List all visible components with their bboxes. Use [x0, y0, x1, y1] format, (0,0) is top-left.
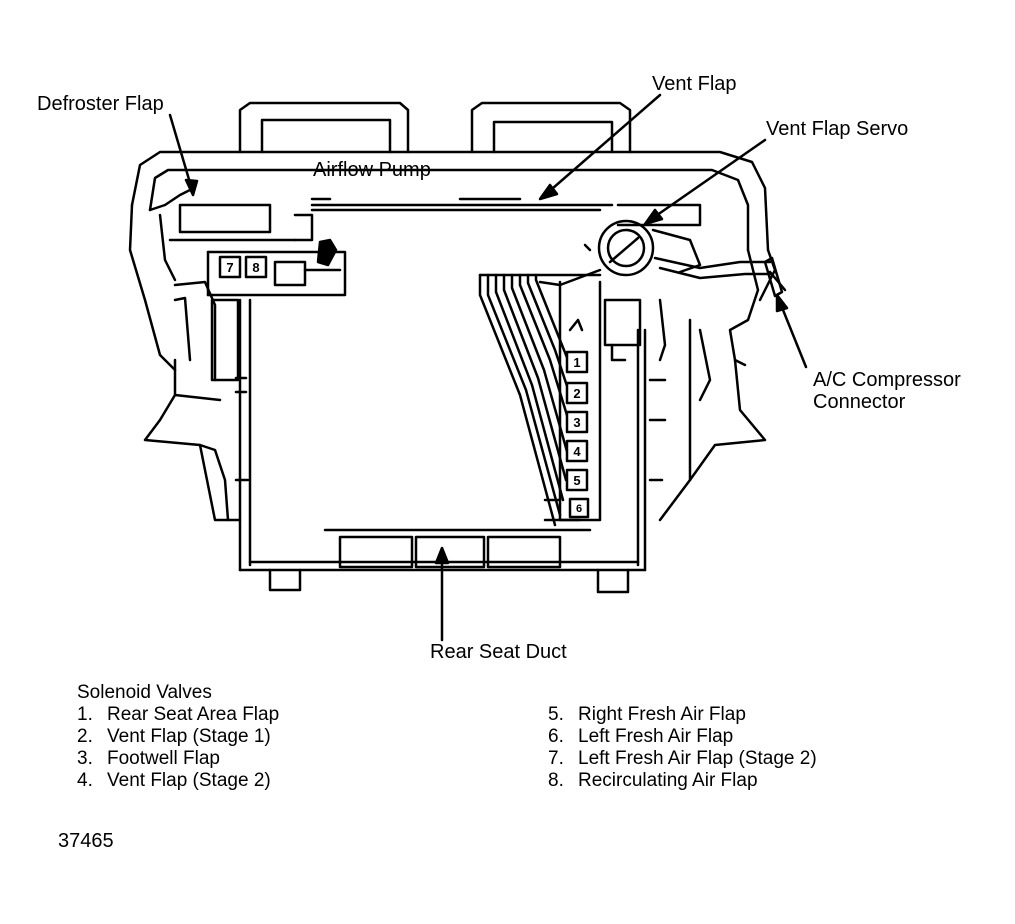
valve-tag-3-label: 3 [573, 415, 580, 430]
valve-tag-8-label: 8 [252, 260, 259, 275]
valve-tag-8 [244, 255, 268, 279]
legend-item-text: Left Fresh Air Flap (Stage 2) [578, 748, 817, 769]
valve-tag-2 [565, 381, 589, 405]
legend-item-number: 5. [548, 704, 564, 725]
left-valve-block [206, 213, 347, 297]
legend-item: 6. Left Fresh Air Flap [548, 726, 817, 748]
right-valve-tags: 1 2 3 4 5 6 [565, 350, 590, 519]
valve-tag-2-label: 2 [573, 386, 580, 401]
valve-tag-4-label: 4 [573, 444, 581, 459]
ac-compressor-label-line2: Connector [813, 391, 906, 413]
vent-flap-label: Vent Flap [652, 73, 737, 95]
ac-compressor-label: A/C Compressor [813, 369, 961, 391]
leader-lines [168, 93, 808, 642]
vent-flap-servo [538, 203, 774, 362]
figure-number: 37465 [58, 830, 114, 852]
valve-tag-7 [218, 255, 242, 279]
legend-item-text: Vent Flap (Stage 2) [107, 770, 271, 791]
legend-item: 1. Rear Seat Area Flap [77, 704, 279, 726]
vent-flap-servo-label: Vent Flap Servo [766, 118, 909, 140]
valve-tag-1 [565, 350, 589, 374]
left-valve-tags: 7 8 [218, 255, 268, 279]
legend-item: 2. Vent Flap (Stage 1) [77, 726, 279, 748]
legend-item-number: 2. [77, 726, 93, 747]
legend-item: 4. Vent Flap (Stage 2) [77, 770, 279, 792]
legend-right: 5. Right Fresh Air Flap 6. Left Fresh Air … [548, 704, 817, 792]
legend-item-text: Rear Seat Area Flap [107, 704, 280, 725]
legend-item-number: 1. [77, 704, 93, 725]
airflow-pump-label: Airflow Pump [313, 159, 431, 181]
right-valve-block [478, 273, 602, 527]
valve-tag-6 [568, 497, 590, 519]
legend-item-number: 7. [548, 748, 564, 769]
legend-item-number: 6. [548, 726, 564, 747]
legend-item-number: 8. [548, 770, 564, 791]
defroster-flap-label: Defroster Flap [37, 93, 164, 115]
legend-item-text: Right Fresh Air Flap [578, 704, 746, 725]
legend-item-number: 3. [77, 748, 93, 769]
legend-item: 5. Right Fresh Air Flap [548, 704, 817, 726]
legend-item-number: 4. [77, 770, 93, 791]
legend-left: Solenoid Valves 1. Rear Seat Area Flap 2.… [77, 682, 279, 792]
rear-seat-duct-label: Rear Seat Duct [430, 641, 567, 663]
valve-tag-5-label: 5 [573, 473, 580, 488]
left-housing [128, 188, 297, 572]
legend-title: Solenoid Valves [77, 682, 212, 703]
legend-item-text: Footwell Flap [107, 748, 220, 769]
legend-item-text: Recirculating Air Flap [578, 770, 758, 791]
top-brackets [238, 101, 632, 154]
ac-compressor-connector [763, 256, 787, 298]
legend-item: 7. Left Fresh Air Flap (Stage 2) [548, 748, 817, 770]
legend-item: 3. Footwell Flap [77, 748, 279, 770]
valve-tag-7-label: 7 [226, 260, 233, 275]
valve-tag-4 [565, 439, 589, 463]
legend-item-text: Left Fresh Air Flap [578, 726, 734, 747]
valve-tag-1-label: 1 [573, 355, 580, 370]
valve-tag-6-label: 6 [576, 503, 582, 515]
valve-tag-5 [565, 468, 589, 492]
right-housing [636, 248, 777, 572]
legend-item: 8. Recirculating Air Flap [548, 770, 817, 792]
legend-item-text: Vent Flap (Stage 1) [107, 726, 271, 747]
valve-tag-3 [565, 410, 589, 434]
housing-top [130, 150, 770, 252]
